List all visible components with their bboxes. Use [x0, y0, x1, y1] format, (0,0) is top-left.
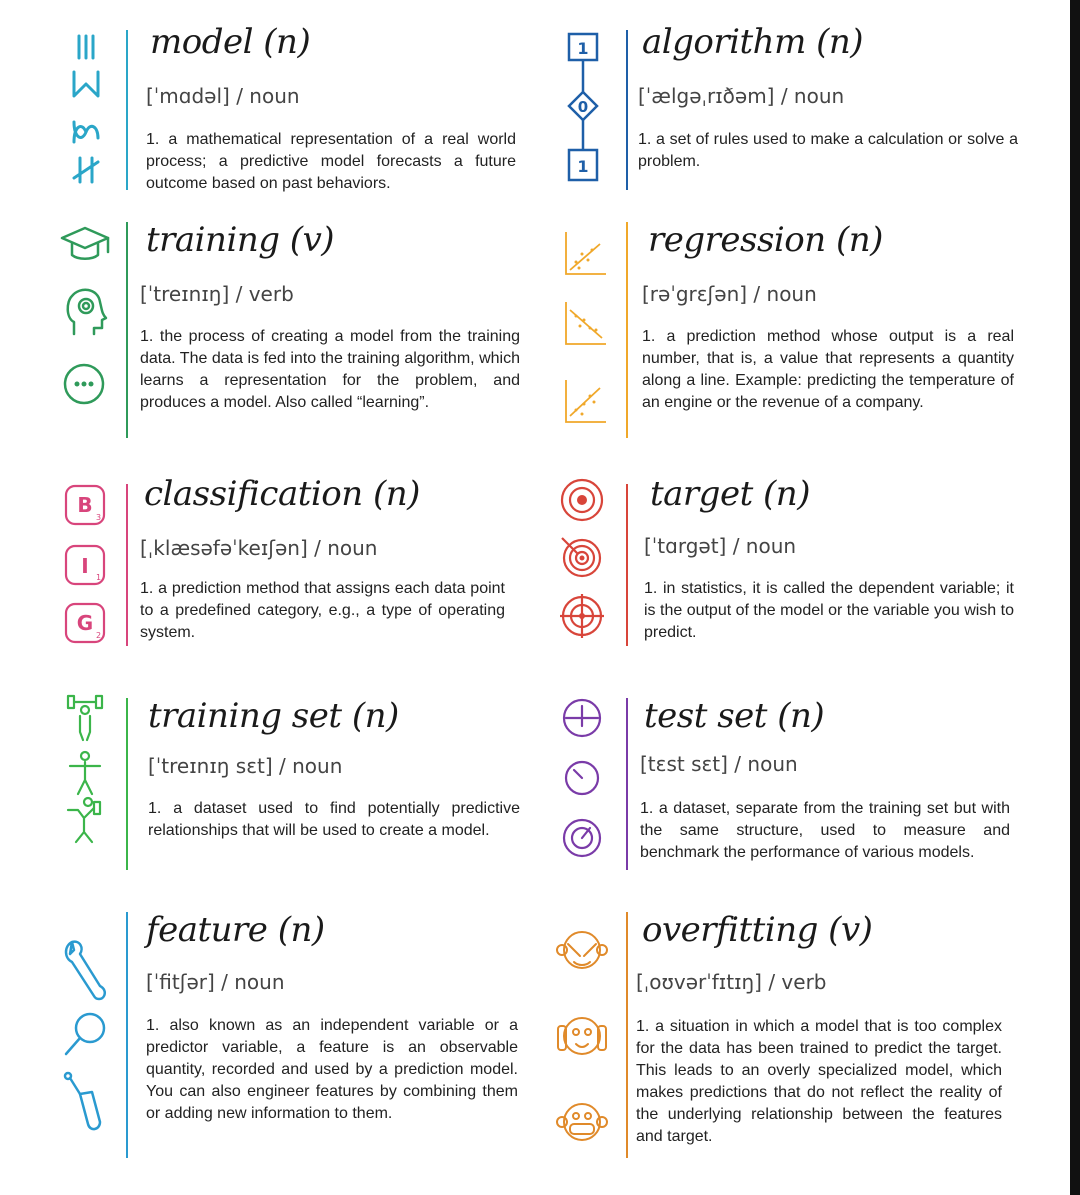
- scatter-line-icon: [565, 380, 606, 423]
- training-set-definition: 1. a dataset used to find potentially pr…: [148, 800, 520, 839]
- algorithm-box-top-text: 1: [577, 39, 588, 58]
- chat-bubble-icon: [63, 363, 105, 405]
- graduation-cap-icon: [60, 226, 110, 260]
- letter-tile-g-icon: [64, 602, 106, 644]
- proportional-icon: [72, 120, 100, 144]
- target-icons: [558, 478, 606, 644]
- classification-definition: 1. a prediction method that assigns each…: [140, 580, 505, 641]
- classification-icons: B 3 I 1 G 2: [64, 484, 108, 648]
- target-accent-bar: [626, 484, 628, 646]
- algorithm-box-mid-text: 0: [578, 98, 588, 116]
- test-set-icons: [560, 698, 606, 858]
- stopwatch-icon: [564, 760, 600, 796]
- see-no-evil-monkey-icon: [556, 931, 608, 969]
- training-set-pronunciation: [ˈtreɪnɪŋ sɛt] / noun: [148, 754, 343, 778]
- not-equal-icon: [72, 156, 100, 184]
- weightlifter-icon: [66, 694, 104, 742]
- tile-b-letter: B: [77, 493, 92, 517]
- sigma-icon: [72, 70, 100, 98]
- algorithm-accent-bar: [626, 30, 628, 190]
- tile-g-letter: G: [77, 611, 93, 635]
- training-definition: 1. the process of creating a model from …: [140, 328, 520, 411]
- stretching-person-icon: [68, 750, 102, 796]
- regression-definition: 1. a prediction method whose output is a…: [642, 328, 1014, 411]
- scatter-down-icon: [565, 302, 606, 345]
- speedometer-icon: [562, 818, 602, 858]
- tile-i-letter: I: [81, 554, 88, 578]
- target-definition: 1. in statistics, it is called the depen…: [644, 580, 1014, 641]
- classification-accent-bar: [126, 484, 128, 646]
- letter-tile-i-icon: [64, 544, 106, 586]
- tile-b-sub: 3: [96, 513, 101, 522]
- training-accent-bar: [126, 222, 128, 438]
- model-definition: 1. a mathematical representation of a re…: [146, 131, 516, 192]
- gauge-icon: [562, 698, 602, 738]
- training-set-accent-bar: [126, 698, 128, 870]
- letter-tile-b-icon: [64, 484, 106, 526]
- feature-term: feature (n): [146, 910, 325, 950]
- test-set-accent-bar: [626, 698, 628, 870]
- feature-accent-bar: [126, 912, 128, 1158]
- speak-no-evil-monkey-icon: [556, 1103, 608, 1141]
- model-pronunciation: [ˈmɑdəl] / noun: [146, 84, 300, 108]
- feature-icons: [60, 936, 110, 1142]
- model-icons: [66, 32, 106, 192]
- training-set-icons: [64, 694, 108, 846]
- target-pronunciation: [ˈtɑrgət] / noun: [644, 534, 797, 558]
- overfitting-term: overfitting (v): [642, 910, 873, 950]
- head-gear-icon: [66, 288, 108, 336]
- model-accent-bar: [126, 30, 128, 190]
- algorithm-pronunciation: [ˈælgəˌrɪðəm] / noun: [638, 84, 845, 108]
- test-set-term: test set (n): [644, 696, 825, 736]
- training-pronunciation: [ˈtreɪnɪŋ] / verb: [140, 282, 294, 306]
- training-icons: [58, 222, 112, 418]
- regression-accent-bar: [626, 222, 628, 438]
- equals-icon: [77, 34, 95, 60]
- classification-term: classification (n): [144, 474, 420, 514]
- training-term: training (v): [146, 220, 335, 260]
- regression-term: regression (n): [648, 220, 883, 260]
- overfitting-definition: 1. a situation in which a model that is …: [636, 1018, 1002, 1145]
- scatter-up-icon: [565, 232, 606, 275]
- wrench-icon: [64, 940, 107, 1001]
- tile-i-sub: 1: [96, 573, 101, 582]
- flowchart-icon: 1 0 1: [563, 32, 603, 188]
- algorithm-definition: 1. a set of rules used to make a calcula…: [638, 131, 1018, 170]
- right-edge-border: [1070, 0, 1080, 1195]
- regression-pronunciation: [rəˈgrɛʃən] / noun: [642, 282, 817, 306]
- test-set-pronunciation: [tɛst sɛt] / noun: [640, 752, 798, 776]
- algorithm-box-bottom-text: 1: [577, 157, 588, 176]
- overfitting-icons: [556, 926, 608, 1152]
- bullseye-icon: [560, 478, 604, 522]
- target-arrow-icon: [561, 537, 602, 578]
- classification-pronunciation: [ˌklæsəfəˈkeɪʃən] / noun: [140, 536, 378, 560]
- overfitting-accent-bar: [626, 912, 628, 1158]
- model-term: model (n): [150, 22, 311, 62]
- algorithm-term: algorithm (n): [642, 22, 864, 62]
- feature-pronunciation: [ˈfitʃər] / noun: [146, 970, 285, 994]
- hear-no-evil-monkey-icon: [557, 1017, 607, 1055]
- magnifier-icon: [64, 1012, 106, 1056]
- test-set-definition: 1. a dataset, separate from the training…: [640, 800, 1010, 861]
- exercising-person-icon: [66, 796, 102, 844]
- training-set-term: training set (n): [148, 696, 399, 736]
- overfitting-pronunciation: [ˌoʊvərˈfɪtɪŋ] / verb: [636, 970, 827, 994]
- tile-g-sub: 2: [96, 631, 101, 640]
- regression-icons: [562, 230, 608, 430]
- feature-definition: 1. also known as an independent variable…: [146, 1017, 518, 1122]
- target-term: target (n): [650, 474, 810, 514]
- screwdriver-icon: [63, 1071, 102, 1131]
